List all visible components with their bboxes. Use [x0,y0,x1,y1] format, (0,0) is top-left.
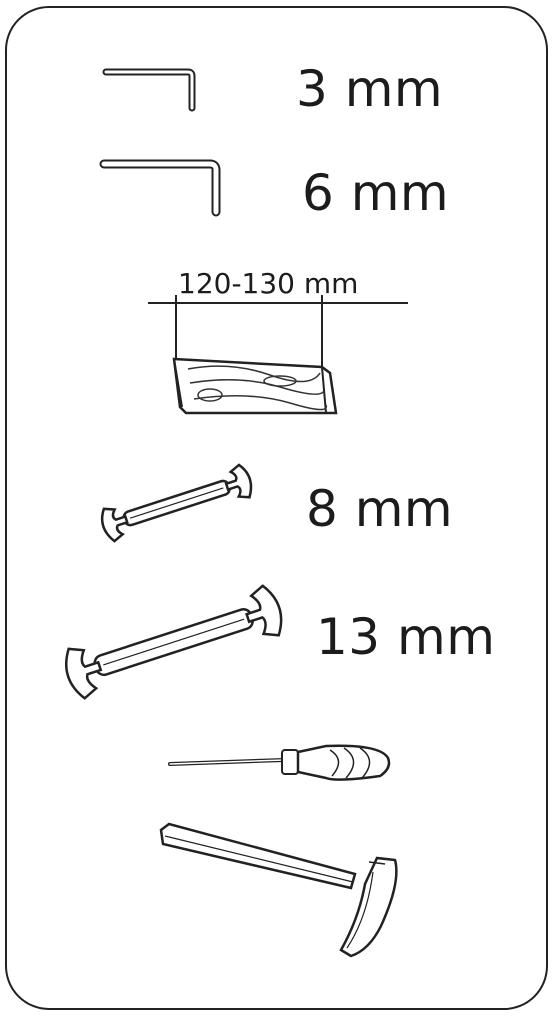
wrench-large-icon [64,584,283,700]
wrench-small-icon [100,463,253,543]
wrench-large-label: 13 mm [316,608,496,666]
wood-block-dimension-label: 120-130 mm [178,267,359,300]
tool-list-card [5,6,548,1010]
hammer-icon [159,822,398,958]
hex-key-large-icon [99,159,221,217]
screwdriver-icon [168,744,391,781]
wrench-small-label: 8 mm [306,480,454,538]
hex-key-small-icon [102,68,196,112]
wood-block-icon [148,295,408,415]
hex-key-small-label: 3 mm [296,60,444,118]
hex-key-large-label: 6 mm [302,164,450,222]
